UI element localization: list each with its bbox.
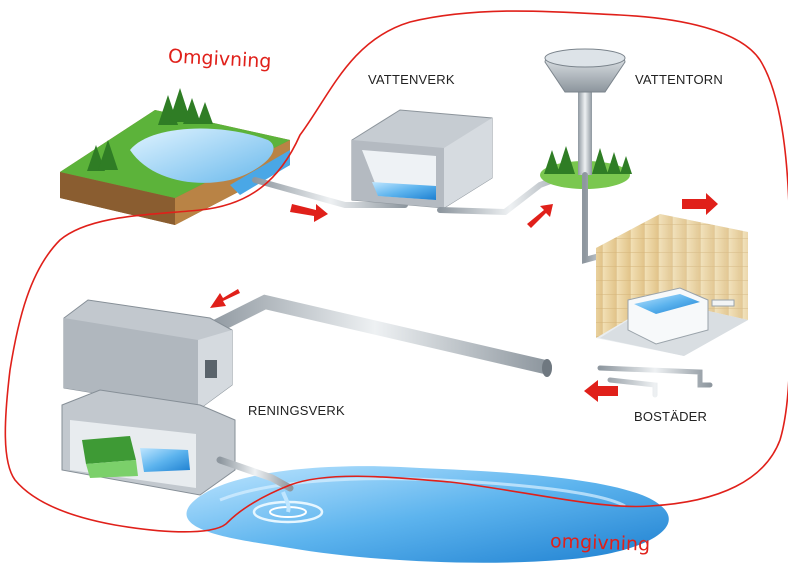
handwritten-annotation-bottom: omgivning xyxy=(549,530,651,556)
vattentorn-tower xyxy=(540,48,632,189)
arrow-sewer-to-plant xyxy=(210,289,240,308)
lake-landscape xyxy=(60,88,290,225)
pond xyxy=(186,466,669,563)
arrow-homes-to-sewer xyxy=(584,380,618,402)
label-vattenverk: VATTENVERK xyxy=(368,72,455,87)
pipe-homes-drain xyxy=(597,365,713,398)
arrow-plant-to-tower xyxy=(527,204,553,228)
environment-boundary xyxy=(4,10,788,533)
label-reningsverk: RENINGSVERK xyxy=(248,403,345,418)
sewer-pipe xyxy=(198,294,552,374)
bostader-bathroom xyxy=(596,214,748,356)
flow-arrows xyxy=(210,193,718,402)
arrow-lake-to-plant xyxy=(290,204,328,222)
trees xyxy=(87,88,213,171)
label-vattentorn: VATTENTORN xyxy=(635,72,723,87)
reningsverk-plant xyxy=(61,299,294,513)
arrow-tower-to-homes xyxy=(682,193,718,215)
label-bostader: BOSTÄDER xyxy=(634,409,708,424)
pipe-lake-to-plant xyxy=(252,177,408,208)
vattenverk-building xyxy=(351,109,493,209)
